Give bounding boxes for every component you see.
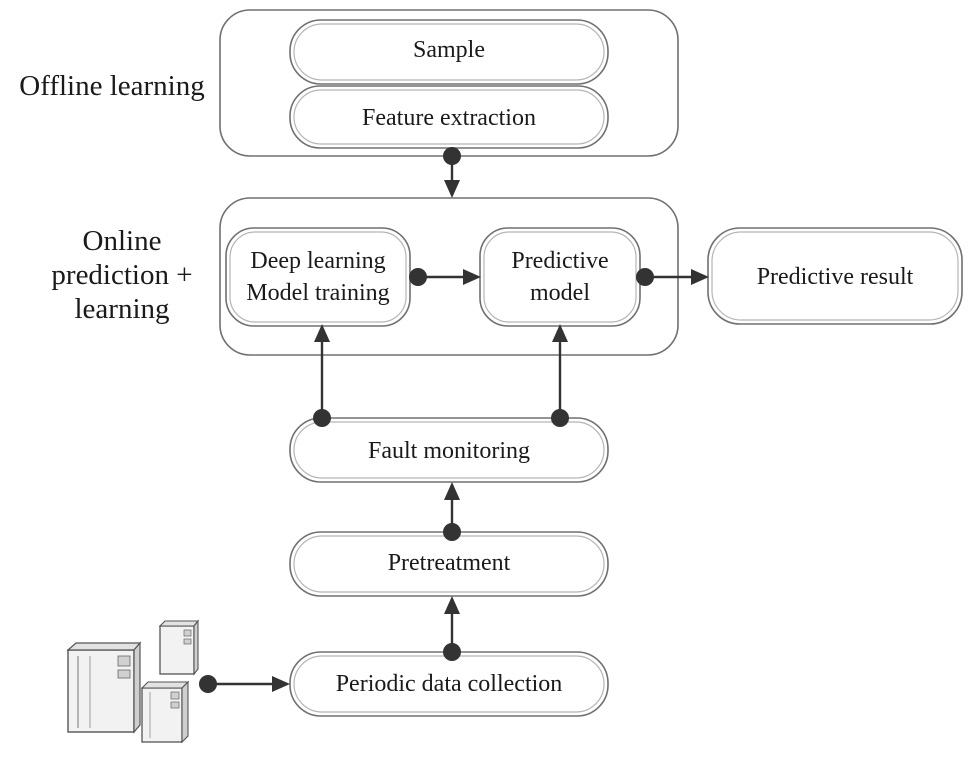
edge-training-to-model: [409, 268, 481, 286]
edge-feature-to-online: [443, 147, 461, 198]
edge-collection-to-pretreatment: [443, 596, 461, 661]
server-cabinet-small-top: [158, 619, 200, 676]
server-cabinet-icon: [66, 619, 200, 744]
predictive-result-node: Predictive result: [707, 227, 963, 325]
feature-extraction-node: Feature extraction: [289, 85, 609, 149]
edge-servers-to-collection: [199, 675, 290, 693]
online-label-line-2: prediction +: [51, 259, 192, 291]
fault-monitoring-label: Fault monitoring: [368, 438, 530, 464]
deep-learning-node: Deep learning Model training: [225, 227, 411, 327]
predictive-model-label-line-2: model: [530, 280, 590, 306]
offline-learning-label: Offline learning: [19, 70, 204, 102]
server-cabinet-large: [66, 641, 142, 734]
deep-learning-label-line-1: Deep learning: [250, 248, 385, 274]
server-cabinet-small-bottom: [140, 680, 190, 744]
online-label-line-3: learning: [74, 293, 169, 325]
periodic-data-collection-node: Periodic data collection: [289, 651, 609, 717]
periodic-data-collection-label: Periodic data collection: [336, 671, 563, 697]
online-label-line-1: Online: [83, 225, 162, 257]
fault-monitoring-node: Fault monitoring: [289, 417, 609, 483]
pretreatment-label: Pretreatment: [388, 550, 511, 576]
edge-monitoring-to-training: [313, 324, 331, 427]
edge-pretreatment-to-monitoring: [443, 482, 461, 541]
feature-extraction-label: Feature extraction: [362, 105, 536, 131]
edge-model-to-result: [636, 268, 709, 286]
deep-learning-label-line-2: Model training: [246, 280, 389, 306]
sample-node: Sample: [289, 19, 609, 85]
predictive-result-label: Predictive result: [757, 264, 914, 290]
predictive-model-node: Predictive model: [479, 227, 641, 327]
sample-label: Sample: [413, 37, 485, 63]
predictive-model-label-line-1: Predictive: [511, 248, 608, 274]
edge-monitoring-to-model: [551, 324, 569, 427]
pretreatment-node: Pretreatment: [289, 531, 609, 597]
